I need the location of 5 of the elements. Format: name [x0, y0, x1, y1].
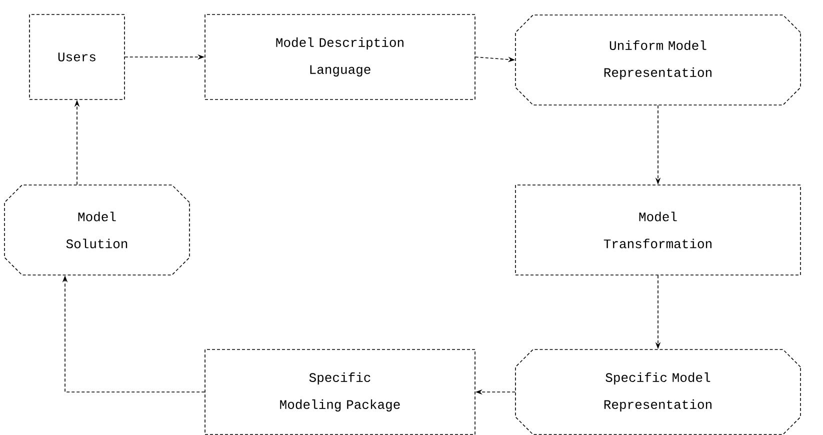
process-box: Specific Modeling Package: [204, 349, 476, 435]
hexagon-node: Model Solution: [4, 184, 190, 276]
process-box: Users: [29, 14, 125, 100]
process-box: Model Description Language: [204, 14, 476, 100]
process-box: Model Transformation: [515, 184, 801, 276]
